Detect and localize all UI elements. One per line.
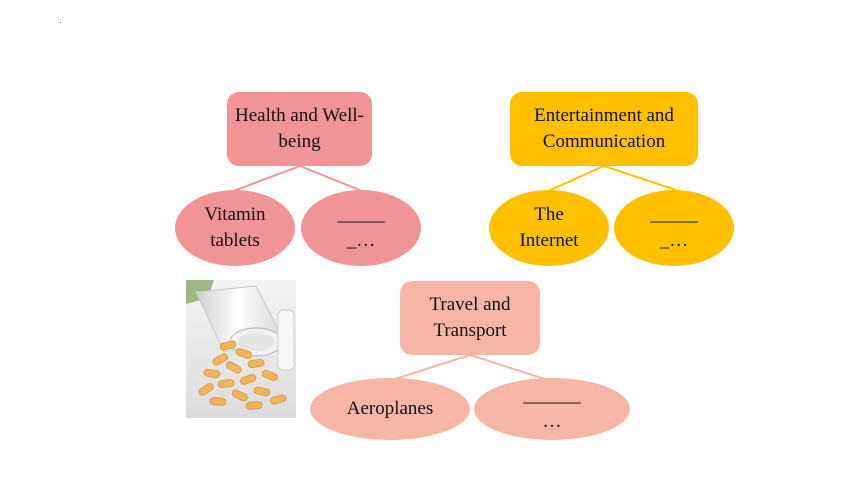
health-item-blank: _____ _… [301,190,421,266]
entertainment-connector-left [545,165,605,193]
entertainment-title: Entertainment and Communication [534,105,674,152]
health-item-vitamin-label: Vitamin tablets [204,204,266,251]
health-item-vitamin: Vitamin tablets [175,190,295,266]
pill-bottle-icon [186,280,296,418]
health-item-blank-label: _____ _… [337,204,385,251]
travel-item-blank-label: ______ … [523,385,581,432]
travel-title: Travel and Transport [429,294,511,341]
health-title: Health and Well-being [235,105,364,152]
entertainment-item-blank: _____ _… [614,190,734,266]
travel-item-blank: ______ … [474,378,630,440]
entertainment-item-internet: The Internet [489,190,609,266]
entertainment-title-box: Entertainment and Communication [510,92,698,166]
health-connector-right [299,165,363,192]
travel-item-aeroplanes-label: Aeroplanes [346,398,434,419]
travel-title-box: Travel and Transport [400,281,540,355]
vitamin-pills-photo [186,280,296,418]
travel-connector-right [469,354,549,381]
entertainment-connector-right [603,165,677,191]
health-connector-left [227,165,301,194]
entertainment-item-blank-label: _____ _… [650,204,698,251]
travel-connector-left [391,354,471,381]
stray-dot [60,22,61,23]
travel-item-aeroplanes: Aeroplanes [310,378,470,440]
health-title-box: Health and Well-being [227,92,372,166]
entertainment-item-internet-label: The Internet [519,204,579,251]
